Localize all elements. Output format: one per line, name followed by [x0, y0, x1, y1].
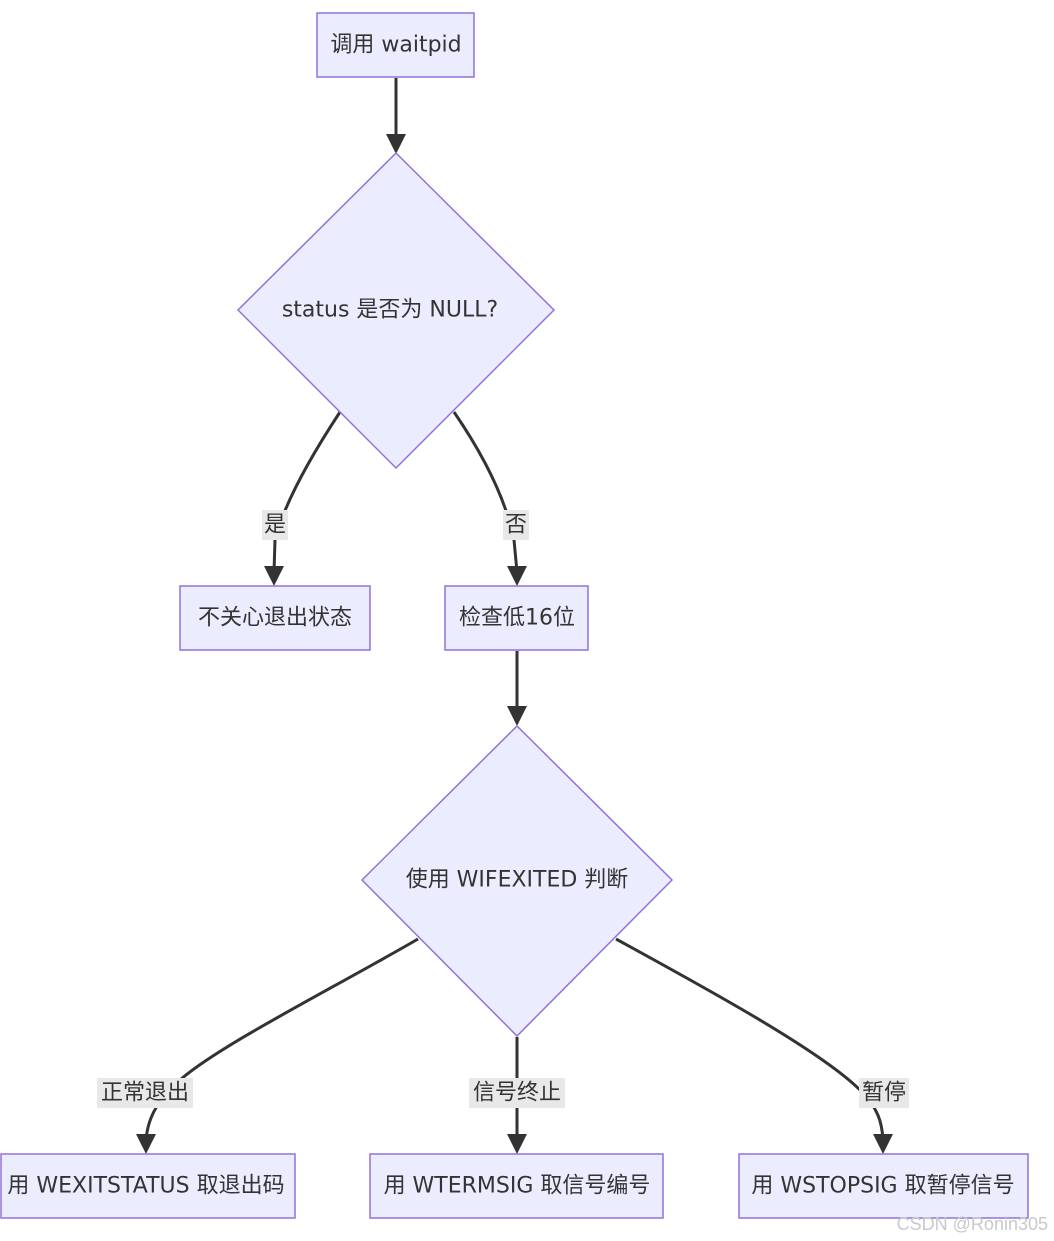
edge-label-signal-terminated-text: 信号终止: [473, 1081, 561, 1106]
node-ignore-status-label: 不关心退出状态: [198, 606, 352, 631]
node-wtermsig-label: 用 WTERMSIG 取信号编号: [384, 1174, 651, 1199]
edge-label-yes: 是: [262, 510, 288, 540]
edge-status-to-check: [452, 411, 519, 573]
edge-status-to-ignore: [272, 411, 342, 573]
watermark-text: CSDN @Ronin305: [897, 1214, 1048, 1234]
node-wtermsig: 用 WTERMSIG 取信号编号: [369, 1153, 664, 1219]
edge-status-to-check-arrowhead: [507, 566, 527, 586]
node-check-low16: 检查低16位: [444, 585, 589, 651]
edge-wifexited-to-wexitstatus: [144, 937, 419, 1141]
node-wstopsig: 用 WSTOPSIG 取暂停信号: [738, 1153, 1029, 1219]
edge-check-to-wifexited-arrowhead: [507, 706, 527, 726]
edge-status-to-ignore-arrowhead: [264, 566, 284, 586]
node-check-low16-label: 检查低16位: [459, 606, 575, 631]
edge-label-signal-terminated: 信号终止: [469, 1078, 565, 1108]
node-call-waitpid: 调用 waitpid: [316, 12, 475, 78]
edge-wifexited-to-wstopsig-arrowhead: [873, 1134, 893, 1154]
node-wifexited-label: 使用 WIFEXITED 判断: [406, 868, 629, 893]
node-call-waitpid-label: 调用 waitpid: [330, 33, 461, 58]
edge-wifexited-to-wstopsig: [615, 937, 885, 1141]
node-status-null-label: status 是否为 NULL?: [282, 298, 498, 323]
node-wstopsig-label: 用 WSTOPSIG 取暂停信号: [751, 1174, 1014, 1199]
edge-label-no: 否: [503, 510, 529, 540]
edge-label-stopped: 暂停: [859, 1078, 909, 1108]
node-wifexited-decision: 使用 WIFEXITED 判断: [360, 724, 674, 1038]
edge-label-normal-exit-text: 正常退出: [101, 1081, 189, 1106]
edge-label-normal-exit: 正常退出: [97, 1078, 193, 1108]
edge-label-yes-text: 是: [264, 513, 286, 538]
node-wexitstatus-label: 用 WEXITSTATUS 取退出码: [7, 1174, 284, 1199]
edge-call-to-status-arrowhead: [386, 134, 406, 154]
edge-wifexited-to-wtermsig-arrowhead: [507, 1134, 527, 1154]
edge-wifexited-to-wexitstatus-arrowhead: [136, 1134, 156, 1154]
edge-label-no-text: 否: [505, 513, 527, 538]
node-ignore-status: 不关心退出状态: [179, 585, 371, 651]
node-wexitstatus: 用 WEXITSTATUS 取退出码: [0, 1153, 296, 1219]
node-status-null-decision: status 是否为 NULL?: [236, 151, 556, 470]
edge-label-stopped-text: 暂停: [862, 1081, 906, 1106]
